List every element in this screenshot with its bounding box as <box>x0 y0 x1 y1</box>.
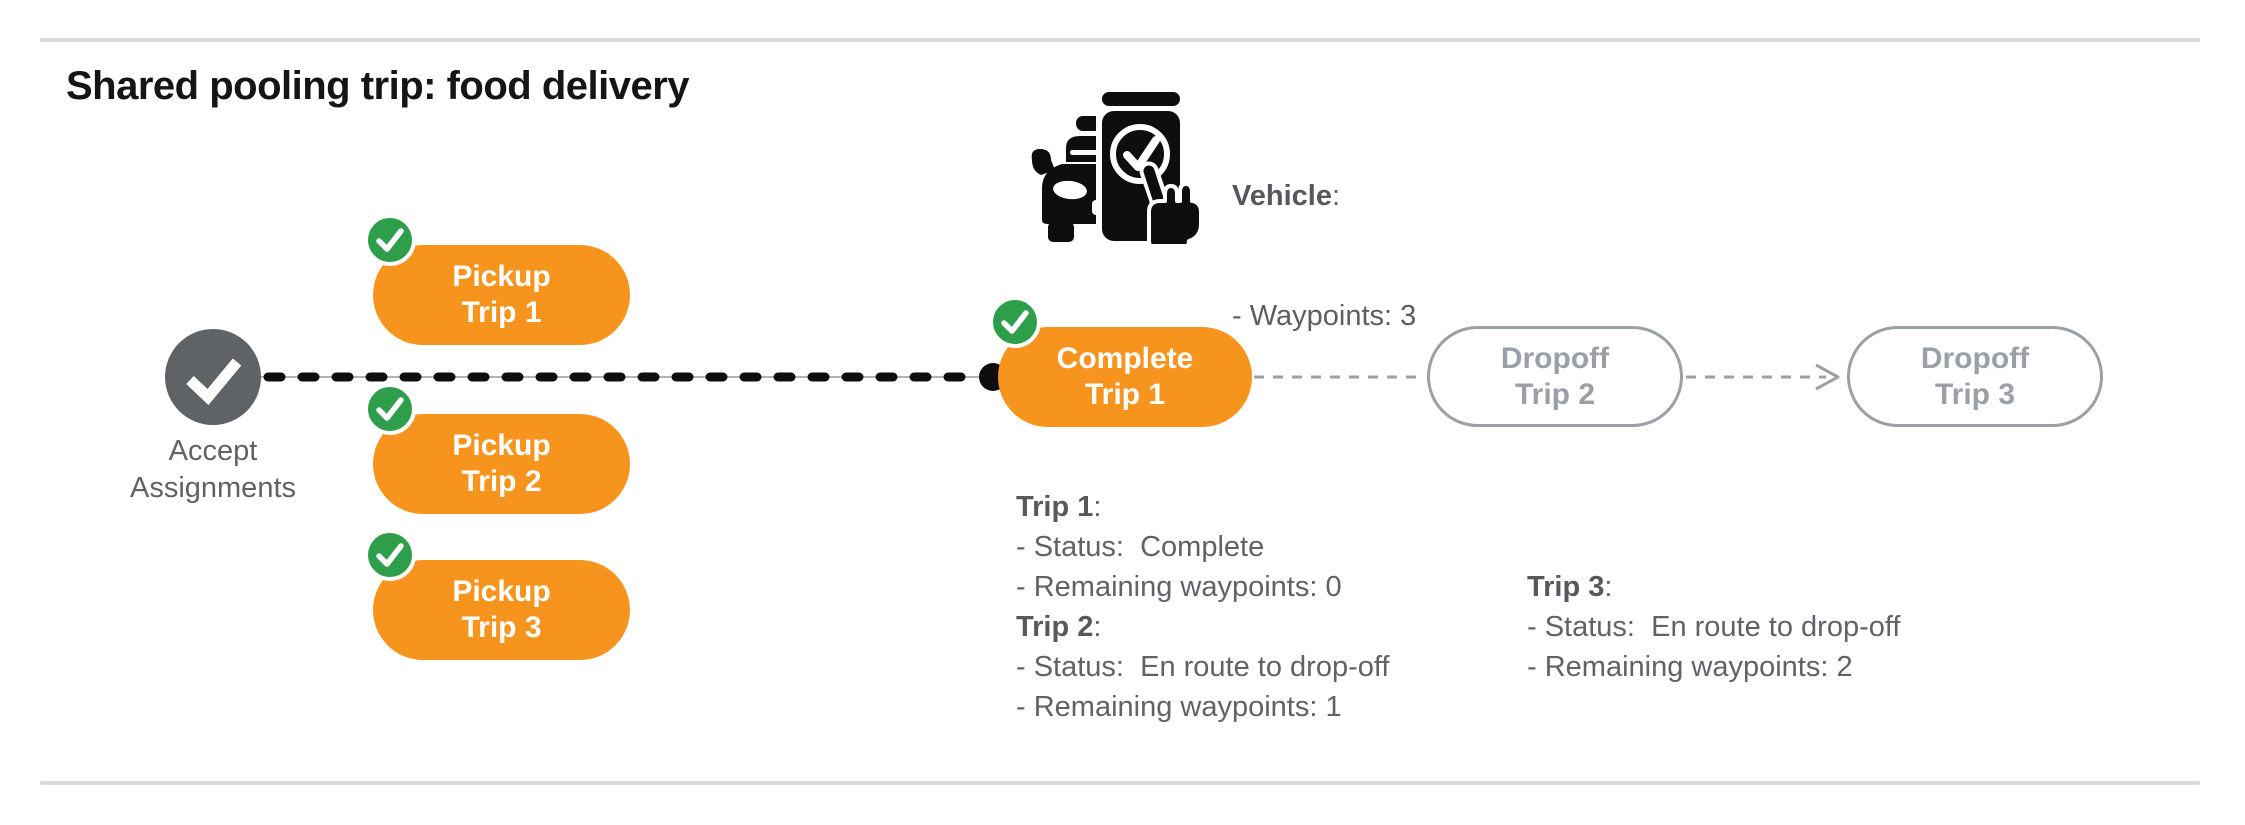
pickup-trip-3-pill: Pickup Trip 3 <box>364 529 630 660</box>
check-badge-icon <box>989 296 1041 348</box>
trip-1-status: - Status: Complete <box>1016 531 1265 563</box>
dropoff-trip-3-pill: Dropoff Trip 3 <box>1847 326 2103 427</box>
trip-1-heading: Trip 1: <box>1016 491 1102 523</box>
trip-details-left: Trip 1: - Status: Complete - Remaining w… <box>1016 487 1389 727</box>
pill-label: Trip 1 <box>461 296 542 329</box>
pill-label: Trip 2 <box>1514 377 1596 411</box>
pill-label: Pickup <box>452 260 551 293</box>
trip-details-right: Trip 3: - Status: En route to drop-off -… <box>1527 567 1900 687</box>
pill-label: Trip 3 <box>1934 377 2016 411</box>
arrowhead-icon <box>1815 363 1840 391</box>
check-icon <box>186 358 242 406</box>
accept-assignments-node <box>165 329 261 425</box>
top-divider <box>40 38 2200 42</box>
page-title: Shared pooling trip: food delivery <box>66 64 690 108</box>
pickup-trip-1-pill: Pickup Trip 1 <box>364 214 630 345</box>
trip-1-waypoints: - Remaining waypoints: 0 <box>1016 571 1342 603</box>
trip-3-waypoints: - Remaining waypoints: 2 <box>1527 651 1853 683</box>
vehicle-label: Vehicle: <box>1232 180 1341 212</box>
dropoff-trip-2-pill: Dropoff Trip 2 <box>1427 326 1683 427</box>
trip-2-heading: Trip 2: <box>1016 611 1102 643</box>
complete-trip-1-pill: Complete Trip 1 <box>989 296 1252 427</box>
trip-2-status: - Status: En route to drop-off <box>1016 651 1390 683</box>
pill-label: Trip 1 <box>1084 378 1166 411</box>
pill-label: Pickup <box>452 575 551 608</box>
vehicle-waypoints: - Waypoints: 3 <box>1232 300 1417 332</box>
car-phone-check-icon <box>1031 86 1203 248</box>
pill-label: Dropoff <box>1500 341 1610 375</box>
check-badge-icon <box>364 383 416 435</box>
check-badge-icon <box>364 214 416 266</box>
pill-label: Trip 3 <box>461 611 542 644</box>
vehicle-info: Vehicle: - Waypoints: 3 <box>1232 96 1416 416</box>
pill-label: Pickup <box>452 429 551 462</box>
check-badge-icon <box>364 529 416 581</box>
pickup-trip-2-pill: Pickup Trip 2 <box>364 383 630 514</box>
trip-3-heading: Trip 3: <box>1527 571 1613 603</box>
pill-label: Trip 2 <box>461 465 542 498</box>
trip-3-status: - Status: En route to drop-off <box>1527 611 1901 643</box>
pill-label: Complete <box>1056 342 1194 375</box>
accept-assignments-label: Accept Assignments <box>129 435 296 504</box>
trip-2-waypoints: - Remaining waypoints: 1 <box>1016 691 1342 723</box>
pill-label: Dropoff <box>1920 341 2030 375</box>
bottom-divider <box>40 781 2200 785</box>
